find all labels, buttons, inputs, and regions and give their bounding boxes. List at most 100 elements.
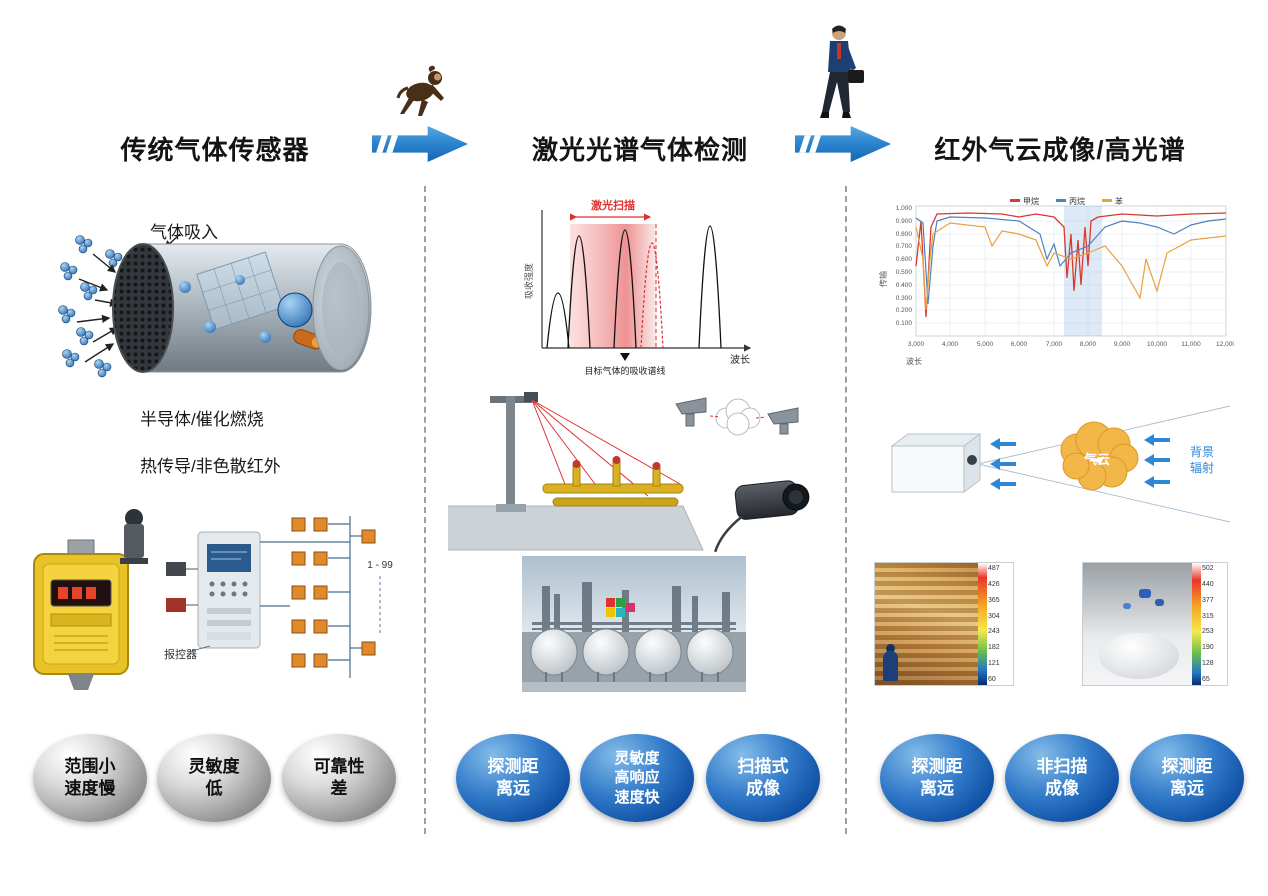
badge-text: 可靠性 差 (313, 757, 365, 798)
node-range-label: 1 - 99 (367, 560, 393, 571)
thermal-scene (1083, 563, 1192, 685)
gas-detector-device (33, 539, 129, 690)
plant-structures (532, 582, 736, 634)
target-annotation: 目标气体的吸收谱线 (584, 365, 665, 376)
series-propane (915, 216, 1227, 305)
radiation-arrows-right (1144, 434, 1170, 488)
color-scale-bar (1192, 563, 1201, 685)
badge-text: 探测距 离远 (911, 757, 963, 798)
svg-text:10,000: 10,000 (1147, 341, 1167, 348)
svg-text:6,000: 6,000 (1011, 341, 1028, 348)
gas-leak-patch (1139, 589, 1151, 598)
legend-propane: 丙烷 (1069, 196, 1085, 206)
advantage-badge-non-scanning: 非扫描 成像 (1005, 734, 1119, 822)
background-radiation-line1: 背景 (1190, 445, 1214, 459)
evolution-arrow-1-icon (372, 126, 468, 162)
advantage-badge-distance-ir: 探测距 离远 (880, 734, 994, 822)
badge-text: 扫描式 成像 (737, 757, 789, 798)
sensing-element (277, 292, 313, 328)
gas-pipes (542, 456, 684, 507)
relay-box (166, 598, 186, 612)
column-separator (424, 186, 426, 834)
thermal-image-pipes: 487 426 365 304 243 182 121 60 (874, 562, 1014, 686)
thermal-tank (1099, 633, 1179, 679)
advantage-badge-distance: 探测距 离远 (456, 734, 570, 822)
wiring-loop (260, 516, 381, 678)
svg-text:3,000: 3,000 (908, 341, 925, 348)
svg-text:0.500: 0.500 (896, 269, 913, 276)
badge-text: 探测距 离远 (487, 757, 539, 798)
svg-text:8,000: 8,000 (1080, 341, 1097, 348)
svg-text:0.200: 0.200 (896, 307, 913, 314)
advantage-badge-scanning: 扫描式 成像 (706, 734, 820, 822)
svg-text:11,000: 11,000 (1181, 341, 1201, 348)
scan-label: 激光扫描 (591, 198, 635, 212)
color-scale-ticks: 487 426 365 304 243 182 121 60 (988, 565, 1000, 683)
chart-legend: 甲烷 丙烷 苯 (1010, 196, 1123, 206)
limitation-badge-reliability: 可靠性 差 (282, 734, 396, 822)
advantage-badge-sensitivity: 灵敏度 高响应 速度快 (580, 734, 694, 822)
color-scale-ticks: 502 440 377 315 253 190 128 65 (1202, 565, 1214, 683)
intake-mesh (112, 243, 174, 373)
platform (448, 505, 704, 551)
tech-line2: 热传导/非色散红外 (140, 457, 281, 477)
transmission-spectra-chart: 甲烷 丙烷 苯 1.000 0.900 0.800 0.700 0.600 0.… (878, 196, 1234, 366)
thermal-scene (875, 563, 978, 685)
svg-text:4,000: 4,000 (942, 341, 959, 348)
column-separator (845, 186, 847, 834)
small-detector-device (120, 509, 148, 564)
cloud-label: 气云 (1084, 452, 1110, 467)
series-benzene (915, 222, 1227, 311)
stage1-title: 传统气体传感器 (120, 135, 310, 165)
gas-cloud-imaging-diagram: 气云 背景 辐射 (890, 405, 1231, 523)
legend-benzene: 苯 (1115, 196, 1123, 206)
gas-leak-patch (1155, 599, 1164, 606)
imaging-camera (713, 480, 810, 553)
gas-molecules (58, 235, 123, 378)
svg-text:0.700: 0.700 (896, 243, 913, 250)
infrared-camera-box (890, 433, 982, 493)
svg-text:1.000: 1.000 (896, 205, 913, 212)
svg-text:0.300: 0.300 (896, 295, 913, 302)
camera-lens (967, 455, 977, 465)
badge-text: 范围小 速度慢 (64, 757, 116, 798)
remote-detector-left (675, 397, 707, 427)
controller-label: 报控器 (164, 647, 197, 661)
laser-scan-spectrum-chart: 激光扫描 目标气体的吸收谱线 波长 吸收强度 (523, 198, 752, 376)
badge-text: 灵敏度 高响应 速度快 (614, 750, 660, 806)
scanned-peak-dashed (640, 242, 664, 349)
svg-text:9,000: 9,000 (1114, 341, 1131, 348)
alarm-controller-panel (197, 531, 261, 649)
x-tick-labels: 3,000 4,000 5,000 6,000 7,000 8,000 9,00… (908, 341, 1234, 348)
traditional-sensor-illustration (58, 233, 372, 378)
target-marker (620, 353, 630, 361)
thermal-image-tank: 502 440 377 315 253 190 128 65 (1082, 562, 1228, 686)
legend-methane: 甲烷 (1023, 196, 1039, 206)
refinery-photo (522, 556, 746, 692)
gas-intake-label: 气体吸入 (150, 223, 218, 242)
relay-box (166, 562, 186, 576)
limitation-badge-range: 范围小 速度慢 (33, 734, 147, 822)
watermark-mosaic (606, 598, 635, 617)
tech-line1: 半导体/催化燃烧 (140, 409, 264, 429)
svg-text:7,000: 7,000 (1046, 341, 1063, 348)
walking-man-icon (810, 24, 864, 122)
laser-scan-band (570, 224, 656, 348)
laser-detection-scene (448, 392, 810, 553)
svg-text:12,000: 12,000 (1216, 341, 1234, 348)
svg-text:0.600: 0.600 (896, 256, 913, 263)
gas-cloud (1060, 421, 1139, 491)
svg-text:0.100: 0.100 (896, 320, 913, 327)
gas-leak-patch (1123, 603, 1131, 609)
y-axis-label: 传输 (878, 271, 888, 287)
laser-pole (490, 392, 538, 512)
badge-text: 非扫描 成像 (1036, 757, 1088, 798)
evolution-arrow-2-icon (795, 126, 891, 162)
highlight-band (1064, 206, 1102, 336)
color-scale-bar (978, 563, 987, 685)
background-radiation-line2: 辐射 (1190, 460, 1214, 475)
stage3-title: 红外气云成像/高光谱 (934, 135, 1186, 165)
absorption-peaks (546, 225, 722, 349)
detector-system-illustration: 报控器 1 - 99 (33, 509, 393, 690)
